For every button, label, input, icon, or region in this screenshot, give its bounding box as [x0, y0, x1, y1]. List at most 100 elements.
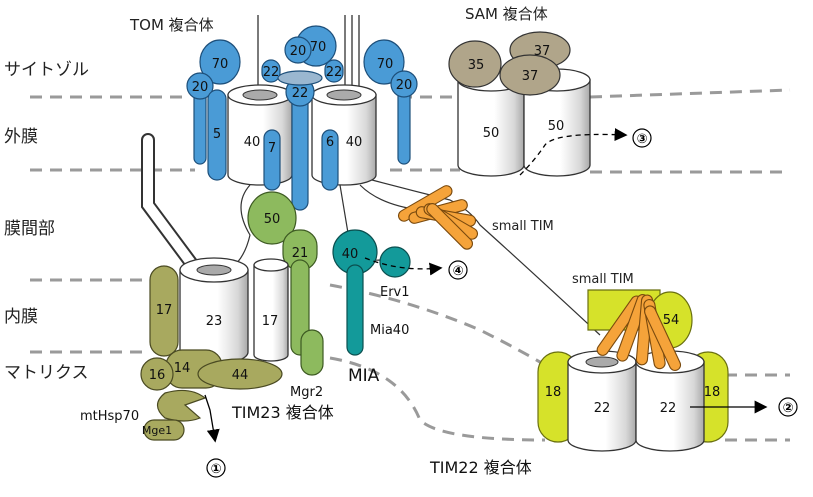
mthsp70-label: mtHsp70: [80, 409, 139, 424]
label-tim17-right: 17: [262, 314, 279, 329]
mia40-label: Mia40: [370, 323, 409, 338]
label-tom22-a: 22: [263, 65, 280, 80]
pathway-4-marker: [448, 260, 468, 280]
region-intermembrane-space: 膜間部: [4, 219, 55, 239]
label-tom20-right: 20: [396, 78, 413, 93]
erv1: [379, 246, 411, 278]
tom70-left: [199, 39, 241, 85]
mge1: [143, 419, 185, 441]
tim17-left: [149, 265, 179, 357]
pathway-4-label: ④: [452, 264, 463, 279]
tom20-top: [284, 36, 312, 64]
mge1-label: Mge1: [142, 424, 172, 437]
label-tom70-right: 70: [377, 57, 394, 72]
tom5: [207, 89, 227, 181]
tim22-complex: [537, 289, 729, 452]
small-tim-label-2: small TIM: [572, 272, 634, 287]
mgr2-label: Mgr2: [290, 385, 323, 400]
label-tim17-left: 17: [156, 303, 173, 318]
small-tim-tim22: [596, 294, 682, 371]
label-tom70-top: 70: [310, 40, 327, 55]
tim23-complex: [140, 191, 324, 441]
pathway-2-marker: [778, 397, 798, 417]
tom20-left: [186, 72, 214, 100]
label-sam37-a: 37: [534, 44, 551, 59]
tim23-complex-title: TIM23 複合体: [231, 403, 334, 422]
label-tim54: 54: [663, 313, 680, 328]
tim22-complex-title: TIM22 複合体: [429, 458, 532, 477]
tom22-b-stalk: [291, 94, 309, 211]
pathway-3-label: ③: [636, 132, 647, 147]
label-tom40-left: 40: [244, 135, 261, 150]
tim50: [247, 191, 297, 245]
sam35: [448, 40, 502, 88]
label-sam35: 35: [468, 58, 485, 73]
tom-inner-subunits: [263, 70, 339, 211]
sam37-b: [499, 54, 561, 96]
pathway-1-marker: [206, 458, 226, 478]
label-tom40-right: 40: [346, 135, 363, 150]
tim22-subunit-labels: 54 18 18 22 22: [545, 313, 721, 416]
mia-title: MIA: [348, 366, 380, 386]
region-inner-membrane: 内膜: [4, 307, 38, 327]
tim22-cylinder-a: [567, 361, 637, 452]
label-tom70-left: 70: [212, 57, 229, 72]
label-tim22-a: 22: [594, 401, 611, 416]
tom22-c: [324, 59, 344, 83]
pathway-1-label: ①: [210, 462, 221, 477]
tom70-right: [363, 39, 405, 85]
region-cytosol: サイトゾル: [4, 60, 89, 80]
label-tom5: 5: [213, 127, 221, 142]
label-tim14: 14: [174, 361, 191, 376]
sam-complex-title: SAM 複合体: [465, 5, 548, 23]
tom7: [263, 129, 281, 191]
tim23-subunit-labels: 50 21 17 23 17 16 14 44: [149, 212, 309, 383]
tim17-right: [253, 264, 289, 362]
label-tim44: 44: [232, 368, 249, 383]
tim16: [140, 357, 174, 391]
tom-subunit-labels: 70 70 70 20 20 20 22 22 22 5 40 7 6 40: [192, 40, 413, 156]
tim21-stalk: [290, 259, 310, 356]
sam-subunit-labels: 35 37 37 50 50: [468, 44, 565, 141]
mgr2: [300, 329, 324, 376]
label-mia40-num: 40: [342, 247, 359, 262]
label-tom22-c: 22: [326, 65, 343, 80]
label-tom20-top: 20: [290, 44, 307, 59]
sam-pathway-arrow: [519, 128, 628, 176]
region-labels: サイトゾル 外膜 膜間部 内膜 マトリクス: [4, 60, 89, 383]
tim23-chain: [204, 394, 220, 443]
pathway-3-marker: [632, 128, 652, 148]
sam-complex: [448, 31, 591, 177]
tom20-right: [390, 70, 418, 98]
mthsp70: [156, 389, 207, 422]
tom-complex: [186, 25, 418, 181]
label-tim18-right: 18: [704, 385, 721, 400]
small-tim-label-1: small TIM: [492, 219, 554, 234]
erv1-label: Erv1: [380, 285, 410, 300]
region-outer-membrane: 外膜: [4, 127, 38, 147]
tom-complex-title: TOM 複合体: [129, 16, 214, 34]
mia-pathway-arrow: [364, 257, 443, 276]
label-tim22-b: 22: [660, 401, 677, 416]
mia-complex: [332, 229, 411, 356]
label-tom7: 7: [268, 141, 276, 156]
tom6: [321, 129, 339, 191]
tim22-cylinder-b: [635, 361, 705, 452]
label-tim50: 50: [264, 212, 281, 227]
tom22-cap: [277, 70, 323, 86]
precursor-chains: [257, 15, 360, 95]
outer-membrane-lines: [30, 88, 791, 174]
tim44: [197, 358, 283, 390]
label-tom20-left: 20: [192, 80, 209, 95]
label-tim18-left: 18: [545, 385, 562, 400]
label-sam50-a: 50: [483, 126, 500, 141]
label-tom22-b: 22: [292, 86, 309, 101]
label-tim21: 21: [292, 246, 309, 261]
small-tim-imss: [397, 185, 479, 250]
label-sam37-b: 37: [522, 69, 539, 84]
mia40-stalk: [346, 264, 364, 356]
label-sam50-b: 50: [548, 119, 565, 134]
region-matrix: マトリクス: [4, 363, 89, 383]
